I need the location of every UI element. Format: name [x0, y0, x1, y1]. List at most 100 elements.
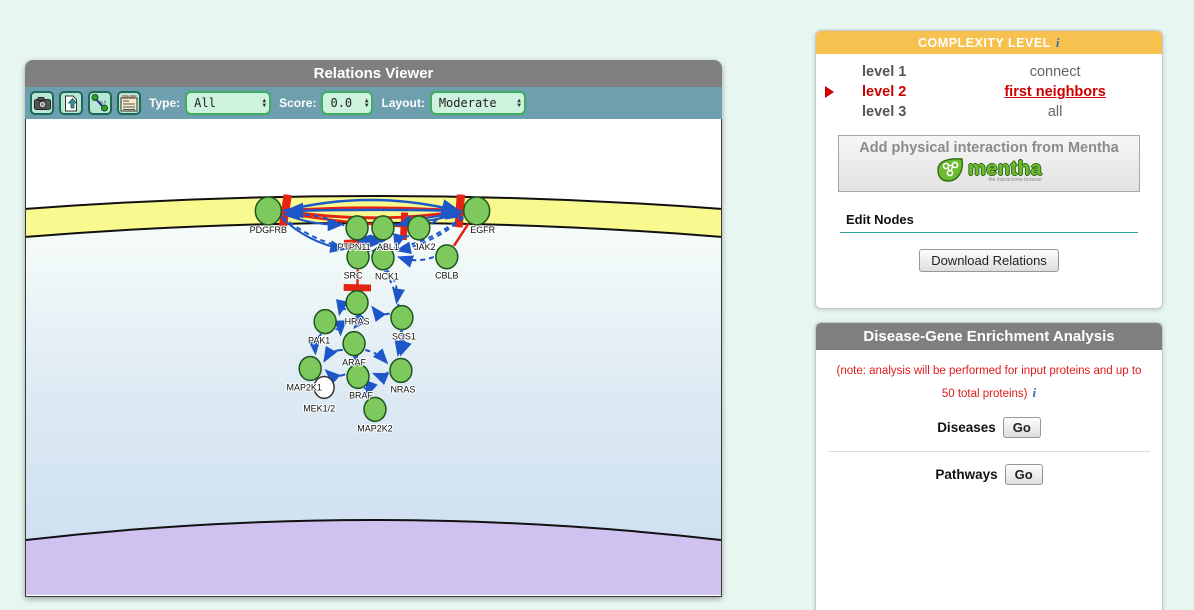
node-abl1[interactable] [371, 215, 395, 241]
row-divider [828, 451, 1150, 452]
on-off-list-icon[interactable]: ON-OFF [117, 91, 141, 115]
node-nras[interactable] [389, 357, 413, 384]
relations-viewer-title: Relations Viewer [25, 60, 722, 87]
mentha-box[interactable]: Add physical interaction from Mentha men… [838, 135, 1140, 192]
node-label-map2k2: MAP2K2 [357, 423, 392, 433]
info-icon-disease[interactable]: i [1032, 385, 1037, 400]
edge-egfr-src [370, 215, 464, 257]
complexity-level-row-3[interactable]: level 3 all [816, 102, 1162, 122]
mentha-logo-text: mentha [967, 158, 1043, 180]
edge-cblb-nck1 [396, 255, 435, 268]
node-pdgfrb[interactable] [254, 196, 283, 226]
disease-gene-panel-title: Disease-Gene Enrichment Analysis [816, 323, 1162, 350]
edge-egfr-pdgfrb [283, 202, 462, 219]
level-value-link[interactable]: all [1047, 104, 1063, 120]
node-sos1[interactable] [390, 304, 414, 331]
camera-icon[interactable] [30, 91, 54, 115]
enrichment-label: Diseases [937, 420, 996, 435]
complexity-panel-title: COMPLEXITY LEVEL [918, 36, 1051, 50]
complexity-panel-header: COMPLEXITY LEVEL i [816, 31, 1162, 54]
node-label-src: SRC [344, 271, 363, 281]
node-label-nras: NRAS [390, 384, 415, 394]
node-label-hras: HRAS [345, 317, 370, 327]
mentha-logo[interactable]: mentha the interactome browser [936, 157, 1042, 183]
node-label-pdgfrb: PDGFRB [250, 225, 287, 235]
node-jak2[interactable] [407, 215, 431, 241]
cytoplasm-region [26, 222, 721, 540]
mentha-leaf-icon [937, 158, 964, 182]
node-egfr[interactable] [462, 196, 491, 226]
node-cblb[interactable] [435, 244, 459, 270]
edge-pdgfrb-egfr [282, 198, 462, 215]
edge-jak2-egfr [430, 207, 462, 225]
complexity-level-row-1[interactable]: level 1 connect [816, 62, 1162, 82]
mentha-heading: Add physical interaction from Mentha [859, 140, 1119, 156]
level-value-link[interactable]: connect [1029, 64, 1081, 80]
export-image-icon[interactable] [59, 91, 83, 115]
complexity-level-row-2[interactable]: level 2 first neighbors [816, 82, 1162, 102]
layout-label: Layout: [381, 96, 425, 110]
network-nodes [254, 196, 491, 423]
export-image-icon-glyph [65, 95, 78, 111]
edge-weight-icon[interactable]: 0.7 [88, 91, 112, 115]
edit-nodes-label: Edit Nodes [846, 212, 914, 227]
node-src[interactable] [346, 244, 370, 270]
node-nck1[interactable] [371, 245, 395, 271]
node-label-sos1: SOS1 [392, 332, 416, 342]
on-off-text: ON-OFF [122, 95, 137, 99]
edge-braf-map2k1 [324, 369, 346, 385]
node-pak1[interactable] [313, 308, 337, 335]
edge-egfr-nck1 [395, 216, 464, 254]
disease-gene-panel: Disease-Gene Enrichment Analysis (note: … [815, 322, 1163, 610]
node-braf[interactable] [346, 363, 370, 390]
disease-note-text: (note: analysis will be performed for in… [836, 365, 1142, 400]
on-off-list-icon-glyph: ON-OFF [120, 95, 138, 112]
mentha-tagline: the interactome browser [988, 177, 1043, 183]
node-label-jak2: JAK2 [414, 242, 435, 252]
active-level-arrow-icon [825, 86, 834, 98]
layout-select[interactable]: Moderate ▲▼ [429, 91, 526, 115]
node-label-egfr: EGFR [470, 225, 495, 235]
type-select[interactable]: All ▲▼ [185, 91, 272, 115]
membrane-top-border [25, 194, 722, 210]
disease-note: (note: analysis will be performed for in… [816, 350, 1162, 405]
score-label: Score: [279, 96, 317, 110]
edge-weight-value: 0.7 [100, 100, 107, 105]
edge-pak1-map2k1 [307, 333, 322, 356]
score-spinner[interactable]: 0.0 ▲▼ [321, 91, 374, 115]
node-hras[interactable] [345, 289, 369, 316]
enrichment-row-diseases: Diseases Go [816, 417, 1162, 438]
node-label-abl1: ABL1 [377, 242, 399, 252]
level-value-link[interactable]: first neighbors [1004, 84, 1106, 100]
level-label: level 3 [862, 104, 907, 120]
edge-araf-nras [365, 348, 389, 365]
node-label-mek12: MEK1/2 [303, 403, 335, 413]
type-select-arrows: ▲▼ [262, 97, 267, 109]
node-map2k2[interactable] [363, 396, 387, 423]
info-icon[interactable]: i [1055, 35, 1060, 50]
go-button[interactable]: Go [1002, 417, 1041, 438]
score-spinner-arrows: ▲▼ [364, 97, 369, 109]
level-label: level 2 [862, 84, 907, 100]
node-ptpn11[interactable] [345, 215, 369, 241]
node-araf[interactable] [342, 330, 366, 357]
edge-nras-braf [371, 371, 390, 385]
edit-nodes-input[interactable] [840, 232, 1138, 233]
enrichment-row-pathways: Pathways Go [816, 464, 1162, 485]
node-label-ptpn11: PTPN11 [337, 242, 370, 252]
go-button[interactable]: Go [1004, 464, 1043, 485]
download-relations-button[interactable]: Download Relations [919, 249, 1059, 272]
node-map2k1[interactable] [298, 355, 322, 382]
edge-hras-araf [353, 312, 369, 330]
edge-pak1-araf [333, 320, 347, 337]
edge-weight-icon-glyph: 0.7 [91, 94, 108, 112]
node-label-map2k1: MAP2K1 [286, 382, 321, 392]
node-label-braf: BRAF [349, 390, 373, 400]
node-label-araf: ARAF [342, 357, 366, 367]
node-mek12[interactable] [313, 375, 335, 400]
enrichment-label: Pathways [935, 467, 998, 482]
level-label: level 1 [862, 64, 907, 80]
